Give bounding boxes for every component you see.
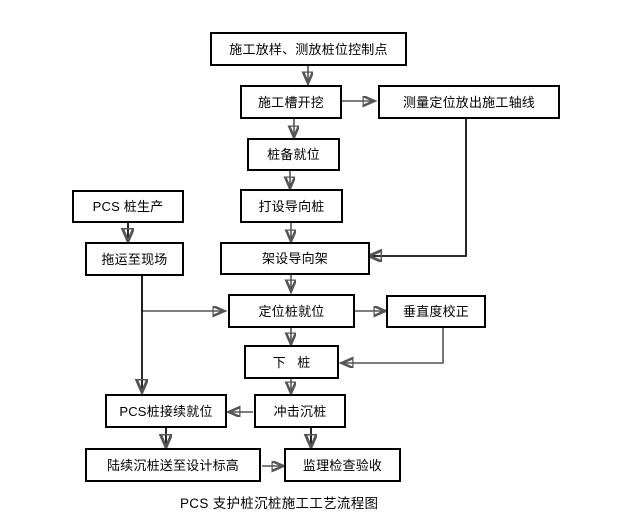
node-label: PCS桩接续就位 (119, 403, 213, 419)
node-label: PCS 桩生产 (92, 199, 164, 214)
node-trench-excavation[interactable]: 施工槽开挖 (240, 85, 342, 119)
node-label: 监理检查验收 (302, 457, 383, 473)
node-drive-to-grade[interactable]: 陆续沉桩送至设计标高 (85, 448, 261, 482)
node-label: 陆续沉桩送至设计标高 (106, 457, 239, 473)
node-label: 桩备就位 (267, 147, 320, 162)
edge-verticality-to-lower (342, 327, 444, 363)
node-pcs-splice[interactable]: PCS桩接续就位 (105, 394, 227, 428)
node-locate-pile[interactable]: 定位桩就位 (228, 294, 355, 328)
edge-axis-to-guideframe (369, 117, 467, 256)
node-guide-pile-driving[interactable]: 打设导向桩 (240, 189, 343, 223)
node-label: 下 桩 (272, 354, 311, 370)
node-label: 施工槽开挖 (257, 94, 324, 110)
edge-haul-to-locate (141, 276, 224, 311)
node-lower-pile[interactable]: 下 桩 (244, 345, 339, 379)
node-label: 架设导向架 (261, 251, 328, 266)
node-impact-driving[interactable]: 冲击沉桩 (254, 394, 346, 428)
node-pcs-production[interactable]: PCS 桩生产 (72, 190, 184, 223)
node-label: 垂直度校正 (402, 304, 469, 319)
diagram-caption: PCS 支护桩沉桩施工工艺流程图 (180, 496, 379, 511)
node-axis-setout[interactable]: 测量定位放出施工轴线 (378, 85, 560, 119)
node-label: 施工放样、测放桩位控制点 (229, 41, 388, 57)
node-survey-setout[interactable]: 施工放样、测放桩位控制点 (210, 32, 407, 66)
node-label: 定位桩就位 (258, 303, 325, 319)
node-guide-frame-erection[interactable]: 架设导向架 (220, 242, 370, 275)
node-pile-ready[interactable]: 桩备就位 (247, 138, 340, 171)
node-label: 测量定位放出施工轴线 (402, 94, 535, 110)
node-supervision-acceptance[interactable]: 监理检查验收 (284, 448, 401, 482)
node-label: 冲击沉桩 (273, 403, 327, 419)
node-label: 拖运至现场 (101, 251, 168, 267)
node-label: 打设导向桩 (258, 198, 325, 214)
node-haul-to-site[interactable]: 拖运至现场 (85, 242, 184, 276)
node-verticality-correction[interactable]: 垂直度校正 (386, 295, 486, 328)
